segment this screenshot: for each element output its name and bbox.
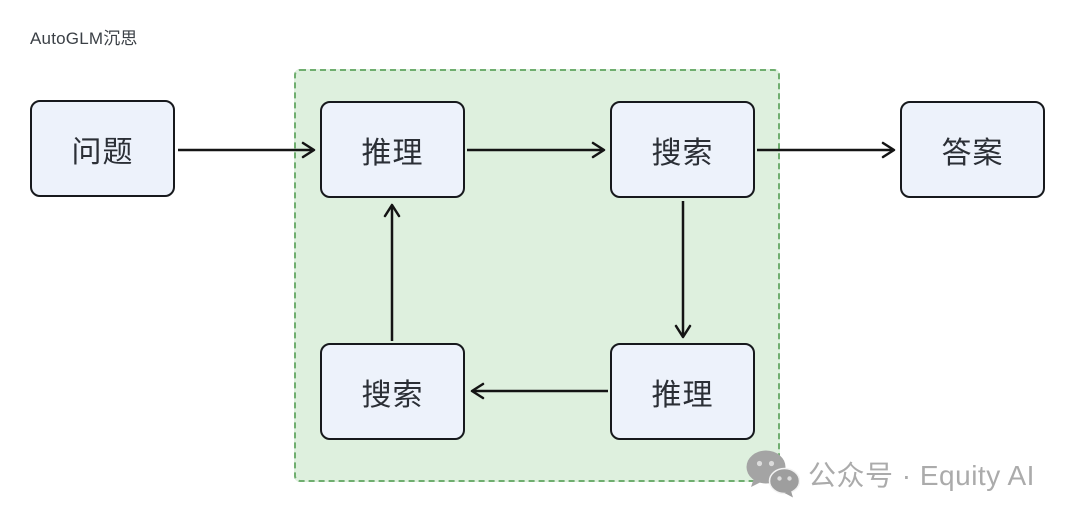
node-search-top: 搜索: [610, 101, 755, 198]
node-reason-top: 推理: [320, 101, 465, 198]
node-reason-top-label: 推理: [361, 136, 424, 170]
node-reason-bottom-label: 推理: [651, 378, 714, 412]
watermark-text: 公众号 · Equity AI: [808, 460, 1035, 491]
node-reason-bottom: 推理: [610, 343, 755, 440]
node-search-bottom: 搜索: [320, 343, 465, 440]
node-question: 问题: [30, 100, 175, 197]
watermark: 公众号 · Equity AI: [746, 450, 1035, 498]
node-search-top-label: 搜索: [651, 136, 714, 170]
node-answer-label: 答案: [941, 136, 1004, 170]
node-question-label: 问题: [71, 135, 134, 169]
wechat-icon: [746, 450, 800, 498]
node-search-bottom-label: 搜索: [361, 378, 424, 412]
node-answer: 答案: [900, 101, 1045, 198]
diagram-title: AutoGLM沉思: [30, 29, 138, 48]
